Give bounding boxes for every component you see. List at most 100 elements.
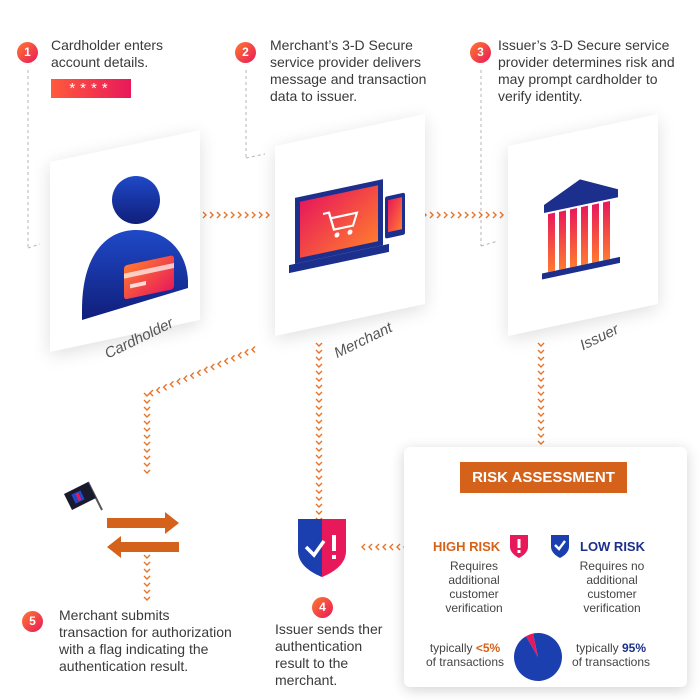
chevron-mark: [537, 405, 545, 410]
chevron-mark: [176, 377, 181, 385]
chevron-mark: [315, 454, 323, 459]
low-risk-shield-icon: [551, 535, 569, 558]
chevron-mark: [217, 360, 222, 368]
chevron-mark: [396, 543, 401, 551]
high-risk-description: Requires additional customer verificatio…: [445, 559, 503, 615]
chevron-mark: [382, 543, 387, 551]
chevron-mark: [149, 389, 154, 397]
chevron-mark: [143, 448, 151, 453]
chevron-mark: [492, 211, 497, 219]
chevron-mark: [315, 475, 323, 480]
low-risk-description: Requires no additional customer verifica…: [579, 559, 645, 615]
chevron-mark: [537, 412, 545, 417]
chevron-mark: [143, 434, 151, 439]
issuer-shield-icon: [298, 519, 346, 577]
high-pct-value: <5%: [475, 641, 501, 655]
chevron-mark: [450, 211, 455, 219]
chevron-mark: [457, 211, 462, 219]
step-1-text: Cardholder enters account details.: [51, 37, 164, 70]
chevron-mark: [143, 413, 151, 418]
chevron-mark: [471, 211, 476, 219]
chevron-mark: [209, 211, 214, 219]
chevron-mark: [244, 211, 249, 219]
chevron-mark: [230, 354, 236, 362]
low-pct-prefix: typically: [575, 641, 622, 655]
step-3-text: Issuer’s 3-D Secure service provider det…: [498, 37, 675, 104]
chevron-mark: [315, 377, 323, 382]
low-risk-label: LOW RISK: [580, 539, 645, 554]
chevron-mark: [143, 561, 151, 566]
pie-slice-low-risk: [514, 633, 562, 681]
chevron-mark: [499, 211, 504, 219]
chevron-mark: [537, 342, 545, 347]
chevron-mark: [315, 510, 323, 515]
chevron-mark: [143, 462, 151, 467]
step-5-badge: 5: [22, 611, 43, 632]
chevron-mark: [315, 433, 323, 438]
step-2-text: Merchant’s 3-D Secure service provider d…: [270, 37, 427, 104]
chevron-mark: [361, 543, 366, 551]
chevron-mark: [537, 433, 545, 438]
chevron-mark: [478, 211, 483, 219]
chevron-mark: [537, 349, 545, 354]
chevron-mark: [315, 440, 323, 445]
chevron-mark: [315, 349, 323, 354]
chevron-mark: [237, 351, 242, 359]
chevron-mark: [210, 363, 215, 371]
bank-icon: [542, 179, 620, 280]
chevron-mark: [315, 356, 323, 361]
chevron-mark: [143, 406, 151, 411]
chevron-mark: [537, 391, 545, 396]
chevron-mark: [230, 211, 235, 219]
chevron-mark: [143, 420, 151, 425]
chevron-mark: [429, 211, 434, 219]
chevron-mark: [143, 455, 151, 460]
high-pct-suffix: of transactions: [425, 655, 505, 669]
chevron-mark: [315, 342, 323, 347]
step-3-badge: 3: [470, 42, 491, 63]
chevron-mark: [443, 211, 448, 219]
chevron-mark: [315, 363, 323, 368]
chevron-mark: [537, 384, 545, 389]
risk-assessment-title: RISK ASSESSMENT: [460, 462, 627, 493]
chevron-mark: [537, 363, 545, 368]
chevron-mark: [216, 211, 221, 219]
chevron-mark: [315, 496, 323, 501]
step-1-badge: 1: [17, 42, 38, 63]
chevron-mark: [143, 582, 151, 587]
step-4-text: Issuer sends ther authentication result …: [275, 621, 383, 688]
chevron-mark: [315, 419, 323, 424]
high-pct-prefix: typically: [429, 641, 476, 655]
chevron-mark: [223, 357, 229, 365]
chevron-mark: [251, 346, 256, 353]
chevron-mark: [315, 489, 323, 494]
chevron-mark: [537, 356, 545, 361]
chevron-mark: [537, 370, 545, 375]
chevron-mark: [537, 419, 545, 424]
chevron-mark: [436, 211, 441, 219]
step-2-badge: 2: [235, 42, 256, 63]
chevron-mark: [315, 384, 323, 389]
chevron-mark: [315, 405, 323, 410]
flag-icon: [64, 481, 103, 511]
chevron-mark: [143, 596, 151, 601]
chevron-mark: [143, 399, 151, 404]
chevron-mark: [143, 469, 151, 474]
chevron-mark: [223, 211, 228, 219]
cardholder-icon: [82, 176, 188, 320]
step-4-badge: 4: [312, 597, 333, 618]
chevron-mark: [143, 575, 151, 580]
pie-slice-high-risk: [526, 633, 538, 657]
chevron-mark: [143, 554, 151, 559]
chevron-mark: [265, 211, 270, 219]
chevron-mark: [464, 211, 469, 219]
low-pct-value: 95%: [621, 641, 647, 655]
risk-share-pie: [514, 633, 562, 681]
chevron-mark: [537, 398, 545, 403]
chevron-mark: [389, 543, 394, 551]
chevron-mark: [251, 211, 256, 219]
chevron-mark: [537, 426, 545, 431]
low-pct-suffix: of transactions: [571, 655, 651, 669]
chevron-mark: [196, 369, 202, 377]
high-risk-shield-icon: [510, 535, 528, 558]
